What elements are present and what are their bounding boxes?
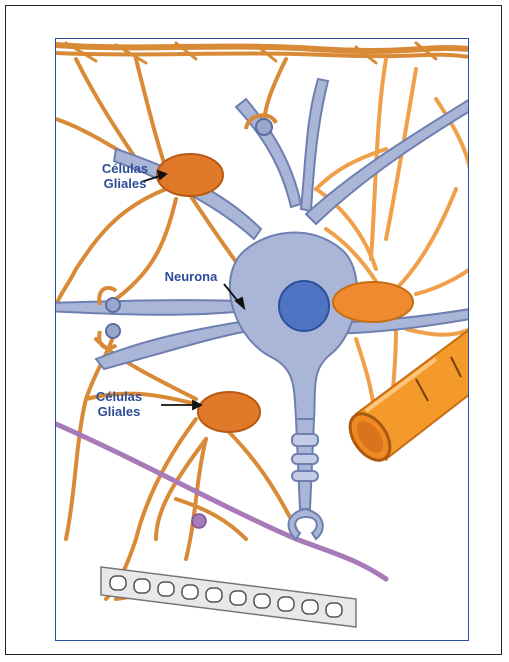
glial-cell-top <box>157 154 223 196</box>
label-glial-cells-bottom: Células Gliales <box>78 389 160 419</box>
glial-cell-bottom <box>198 392 260 432</box>
label-glial-cells-top: Células Gliales <box>84 161 166 191</box>
nerve-fiber <box>56 424 386 579</box>
capillary-strip <box>101 567 356 627</box>
label-neuron: Neurona <box>146 269 236 284</box>
diagram-illustration <box>56 39 469 641</box>
top-glial-band <box>56 43 469 63</box>
neuron-nucleus <box>279 281 329 331</box>
neuron-glia-diagram: Células Gliales Neurona Células Gliales <box>55 38 469 641</box>
outer-frame: Células Gliales Neurona Células Gliales <box>5 5 502 655</box>
glial-cell-right <box>333 282 413 322</box>
